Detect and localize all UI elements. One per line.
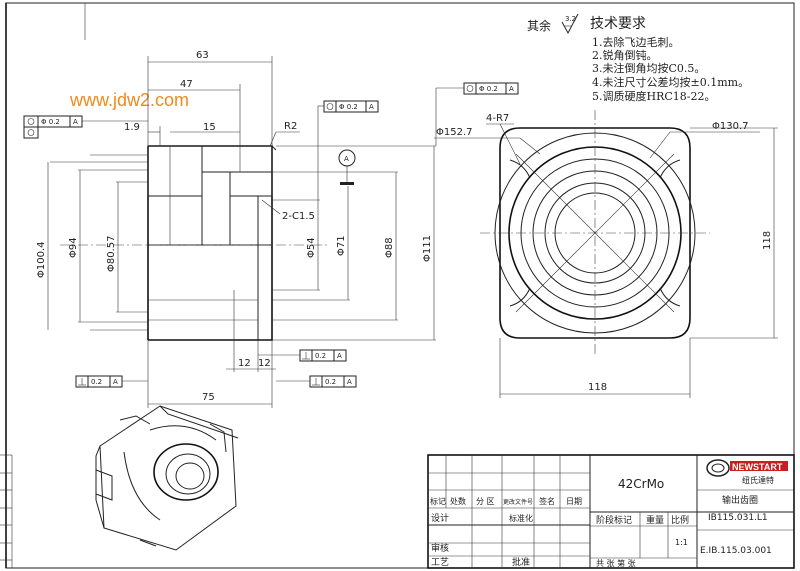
tolerance-frame-6: 0.2 A: [75, 375, 148, 388]
dim-12-b: 12: [258, 358, 271, 369]
tol-3-value: Φ 0.2: [339, 103, 358, 111]
tb-part-name: 输出齿圈: [722, 494, 758, 506]
tol-4-value: 0.2: [315, 352, 326, 360]
tb-drawing-no: E.IB.115.03.001: [700, 546, 772, 556]
roughness-value: 3.2: [565, 15, 576, 23]
dim-r7: 4-R7: [486, 113, 509, 124]
tolerance-frame-3: Φ 0.2 A: [317, 100, 379, 200]
section-view: 63 47 15 1.9 R2 2-C1.5 A Φ100.4 Φ: [36, 50, 436, 408]
tol-5-value: 0.2: [325, 378, 336, 386]
title-block: 标记 处数 分 区 更改文件号 签名 日期 设计 标准化 审核 工艺 批准 42…: [427, 454, 795, 569]
tb-stage-mark: 阶段标记: [596, 514, 632, 526]
section-outline: [50, 145, 277, 341]
tb-scale: 1:1: [675, 538, 688, 547]
dim-75: 75: [202, 392, 215, 403]
tb-company: NEWSTART: [732, 462, 783, 472]
requirement-2: 2.锐角倒钝。: [592, 48, 658, 62]
requirement-5: 5.调质硬度HRC18-22。: [592, 89, 716, 103]
tb-part-no: IB115.031.L1: [708, 513, 768, 523]
dim-dia-100-4: Φ100.4: [36, 242, 47, 279]
datum-a: A: [338, 149, 356, 185]
tb-col-sign: 签名: [539, 496, 555, 506]
tb-ratio: 比例: [671, 514, 689, 526]
dim-1-9: 1.9: [124, 122, 140, 133]
tb-col-date: 日期: [566, 497, 582, 506]
tolerance-frame-2: Φ 0.2 A: [435, 82, 519, 146]
roughness-symbol: [561, 13, 579, 35]
dim-63: 63: [196, 50, 209, 61]
dim-dia-152-7: Φ152.7: [436, 127, 473, 138]
dim-dia-88: Φ88: [384, 237, 395, 258]
tb-col-change-doc: 更改文件号: [503, 498, 533, 506]
tb-row-check: 审核: [431, 542, 449, 554]
datum-a-label: A: [344, 155, 349, 163]
tol-5-ref: A: [347, 378, 352, 386]
tb-col-count: 处数: [450, 496, 466, 506]
company-logo: NEWSTART 纽氏達特: [706, 459, 788, 485]
dim-dia-80-57: Φ80.57: [106, 236, 117, 273]
dim-15: 15: [203, 122, 216, 133]
tol-1-ref: A: [73, 118, 78, 126]
tol-3-ref: A: [369, 103, 374, 111]
tb-weight: 重量: [646, 514, 664, 526]
requirements-title: 技术要求: [590, 16, 646, 32]
tb-col-zone: 分 区: [476, 497, 495, 506]
tb-material: 42CrMo: [618, 477, 664, 491]
dim-118-horizontal: 118: [588, 382, 607, 393]
tb-row-process: 工艺: [431, 557, 449, 568]
tol-6-value: 0.2: [91, 378, 102, 386]
tb-col-mark: 标记: [430, 496, 446, 506]
requirement-1: 1.去除飞边毛刺。: [592, 35, 680, 49]
dim-dia-130-7: Φ130.7: [712, 121, 749, 132]
requirement-3: 3.未注倒角均按C0.5。: [592, 61, 705, 75]
dim-12-a: 12: [238, 358, 251, 369]
tolerance-frame-1: Φ 0.2 A: [23, 115, 148, 139]
watermark-text: www.jdw2.com: [69, 90, 189, 110]
tb-row-approve: 批准: [512, 556, 530, 568]
roughness-prefix: 其余: [527, 18, 551, 33]
dim-r2: R2: [284, 121, 297, 132]
tol-1-value: Φ 0.2: [41, 118, 60, 126]
tb-company-cn: 纽氏達特: [742, 475, 774, 485]
dim-47: 47: [180, 79, 193, 90]
tol-6-ref: A: [113, 378, 118, 386]
technical-requirements: 其余 3.2 技术要求 1.去除飞边毛刺。 2.锐角倒钝。 3.未注倒角均按C0…: [527, 13, 749, 103]
front-view: Φ152.7 4-R7 Φ130.7 118 118: [434, 110, 778, 398]
tb-sheets: 共 张 第 张: [596, 558, 636, 568]
tol-2-value: Φ 0.2: [479, 85, 498, 93]
tol-2-ref: A: [509, 85, 514, 93]
tolerance-frame-5: 0.2 A: [276, 375, 357, 388]
dim-dia-71: Φ71: [336, 235, 347, 256]
dim-dia-94: Φ94: [68, 237, 79, 258]
dim-118-vertical: 118: [762, 231, 773, 250]
dim-dia-111: Φ111: [422, 235, 433, 262]
tb-row-standard: 标准化: [509, 513, 533, 523]
tol-4-ref: A: [337, 352, 342, 360]
tb-row-design: 设计: [431, 512, 449, 524]
requirement-4: 4.未注尺寸公差均按±0.1mm。: [592, 75, 749, 89]
isometric-view: [95, 405, 239, 551]
dim-chamfer: 2-C1.5: [282, 211, 315, 222]
tolerance-frame-4: 0.2 A: [258, 349, 347, 362]
dim-dia-54: Φ54: [306, 237, 317, 258]
